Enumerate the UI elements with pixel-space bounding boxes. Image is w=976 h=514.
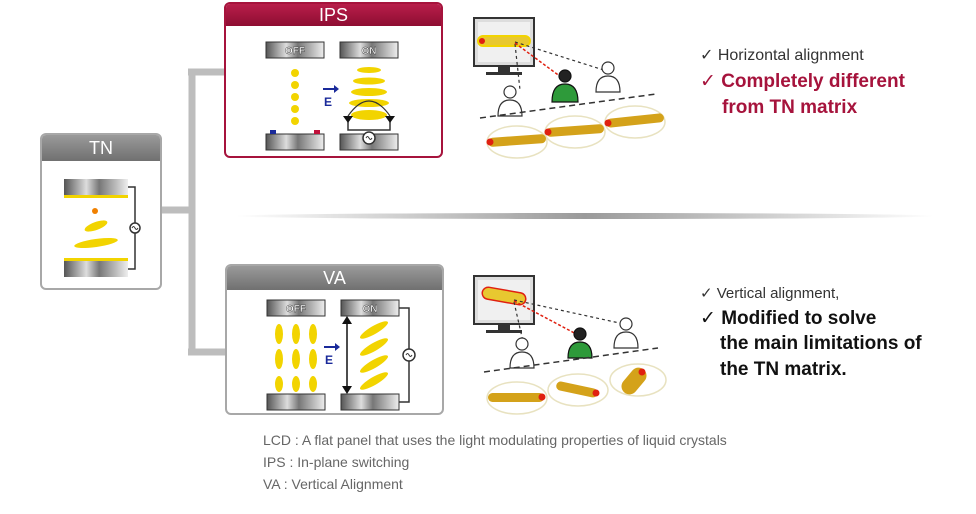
footnote-va: VA : Vertical Alignment — [263, 476, 403, 492]
va-viewer-left-icon — [509, 337, 535, 369]
ips-note-from-tn: from TN matrix — [722, 97, 858, 118]
ips-note-horizontal: ✓ Horizontal alignment — [700, 47, 864, 64]
va-off-label-bar — [266, 299, 326, 317]
va-rods — [488, 367, 647, 402]
va-note-limitations: the main limitations of — [720, 333, 922, 354]
ips-field-label: E — [324, 95, 332, 109]
ips-panel: IPS OFF ON — [224, 2, 443, 158]
va-viewer-center-icon — [567, 327, 593, 359]
ips-cell-diagram: OFF ON E — [265, 41, 399, 151]
va-note-vertical: ✓ Vertical alignment, — [700, 285, 840, 302]
va-off-label: OFF — [286, 304, 306, 315]
va-viewer-right-icon — [613, 317, 639, 349]
ips-off-bottom-glass — [265, 133, 325, 151]
va-field-label: E — [325, 353, 333, 367]
ips-rods — [486, 113, 664, 147]
va-panel-title: VA — [227, 266, 442, 290]
ips-viewer-left-icon — [497, 85, 523, 117]
section-divider — [235, 213, 935, 219]
va-on-bottom-glass — [340, 393, 400, 411]
va-viewing-angle-illustration — [473, 275, 667, 415]
ips-on-label-bar — [339, 41, 399, 59]
ips-note-different: ✓ Completely different — [700, 71, 905, 92]
tn-panel: TN — [40, 133, 162, 290]
ips-viewer-right-icon — [595, 61, 621, 93]
ips-viewing-angle-illustration — [473, 17, 666, 159]
va-cell-diagram: OFF ON E — [266, 299, 416, 411]
va-off-bottom-glass — [266, 393, 326, 411]
footnote-lcd: LCD : A flat panel that uses the light m… — [263, 432, 727, 448]
tn-top-glass — [64, 179, 128, 195]
va-note-modified: ✓ Modified to solve — [700, 308, 877, 329]
footnote-ips: IPS : In-plane switching — [263, 454, 410, 470]
ips-on-label: ON — [362, 46, 377, 57]
va-on-label: ON — [363, 304, 378, 315]
va-note-tn-matrix: the TN matrix. — [720, 359, 847, 380]
ips-panel-title: IPS — [226, 4, 441, 26]
tn-cell-diagram — [64, 179, 141, 277]
ips-viewer-center-icon — [551, 69, 579, 103]
ips-off-label: OFF — [285, 46, 305, 57]
tn-panel-title: TN — [42, 135, 160, 161]
va-panel: VA OFF ON — [225, 264, 444, 415]
tn-bottom-glass — [64, 261, 128, 277]
ips-off-label-bar — [265, 41, 325, 59]
